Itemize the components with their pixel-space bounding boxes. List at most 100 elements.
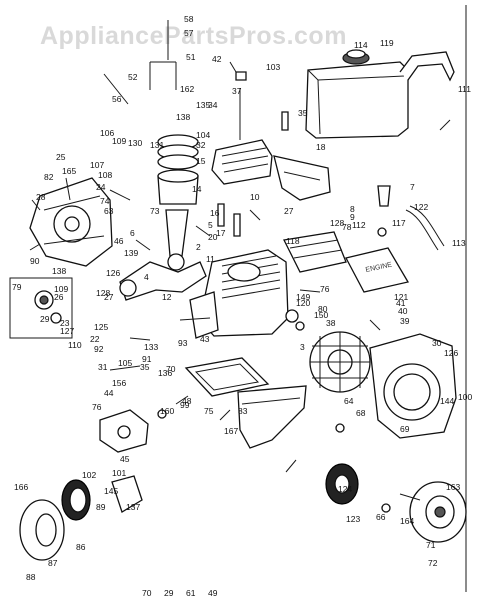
part-callout-118: 26 [54,292,64,302]
part-callout-92: 144 [440,396,454,406]
part-callout-94: 64 [344,396,354,406]
part-callout-31: 74 [100,196,110,206]
part-callout-98: 123 [346,514,360,524]
part-callout-65: 110 [68,340,82,350]
leader-lines [29,20,451,501]
engine-block [189,249,289,339]
part-callout-1: 57 [184,28,194,38]
part-callout-101: 163 [446,482,460,492]
part-callout-19: 131 [150,140,164,150]
part-callout-11: 135 [196,100,210,110]
part-callout-23: 25 [56,152,66,162]
part-callout-99: 66 [376,512,386,522]
part-callout-61: 127 [60,326,74,336]
part-callout-6: 52 [128,72,138,82]
part-callout-18: 130 [128,138,142,148]
part-callout-122: 126 [444,348,458,358]
part-callout-14: 34 [208,100,218,110]
part-callout-10: 56 [112,94,122,104]
part-callout-111: 87 [48,558,58,568]
control-bracket [273,155,331,201]
part-callout-100: 164 [400,516,414,526]
part-callout-3: 119 [380,38,394,48]
air-cleaner [19,475,143,561]
part-callout-126: 70 [142,588,152,598]
part-callout-67: 92 [94,344,104,354]
seal-inset-box [9,277,73,339]
part-callout-124: 46 [114,236,124,246]
part-callout-43: 11 [206,254,215,264]
part-callout-39: 4 [144,272,149,282]
part-callout-102: 71 [426,540,436,550]
fasteners [157,71,391,513]
part-callout-79: 3 [300,342,305,352]
part-callout-68: 105 [118,358,132,368]
cylinder-head [211,139,273,185]
fuel-line [377,185,445,251]
part-callout-51: 113 [452,238,466,248]
decal-plate: ENGINE [345,247,410,293]
part-callout-34: 14 [192,184,202,194]
part-callout-50: 122 [414,202,428,212]
part-callout-104: 166 [14,482,28,492]
part-callout-112: 88 [26,572,36,582]
part-callout-109: 89 [96,502,106,512]
part-callout-8: 103 [266,62,280,72]
part-callout-59: 109 [54,284,68,294]
part-callout-125: 27 [104,292,114,302]
part-callout-24: 10 [250,192,260,202]
part-callout-0: 58 [184,14,194,24]
part-callout-80: 30 [432,338,442,348]
part-callout-7: 42 [212,54,222,64]
part-callout-56: 121 [394,292,408,302]
part-callout-12: 37 [232,86,242,96]
part-callout-64: 125 [94,322,108,332]
part-callout-114: 138 [52,266,66,276]
part-callout-85: 48 [182,396,192,406]
part-callout-103: 72 [428,558,438,568]
part-callout-37: 5 [208,220,213,230]
part-callout-54: 118 [286,236,300,246]
part-callout-38: 6 [130,228,135,238]
part-callout-62: 128 [96,288,110,298]
base-gasket [184,357,270,397]
part-callout-13: 138 [176,112,190,122]
starter-pulley [325,463,359,505]
part-callout-29: 28 [36,192,46,202]
part-callout-97: 124 [338,484,352,494]
part-callout-35: 16 [210,208,220,218]
part-callout-69: 91 [142,354,152,364]
part-callout-84: 44 [104,388,114,398]
part-callout-58: 79 [12,282,22,292]
part-callout-46: 8 [350,204,355,214]
part-callout-63: 126 [106,268,120,278]
part-callout-75: 35 [140,362,150,372]
part-callout-83: 70 [166,364,176,374]
part-callout-21: 32 [196,140,206,150]
fuel-tank [305,49,455,139]
part-callout-57: 120 [296,298,310,308]
part-callout-116: 133 [144,342,158,352]
part-callout-28: 82 [44,172,54,182]
part-callout-120: 99 [180,400,190,410]
part-callout-15: 35 [298,108,308,118]
part-callout-110: 86 [76,542,86,552]
part-callout-5: 111 [458,84,471,94]
part-callout-73: 40 [398,306,408,316]
part-callout-71: 43 [200,334,210,344]
part-callout-49: 117 [392,218,406,228]
part-callout-22: 15 [196,156,206,166]
flywheel [309,331,371,393]
part-callout-107: 145 [104,486,118,496]
part-callout-105: 102 [82,470,96,480]
part-callout-26: 108 [98,170,112,180]
part-callout-93: 100 [458,392,472,402]
part-callout-108: 137 [126,502,140,512]
part-callout-16: 106 [100,128,114,138]
part-callout-96: 69 [400,424,410,434]
part-callout-66: 22 [90,334,100,344]
part-callout-117: 23 [60,318,70,328]
carburetor [99,409,149,453]
part-callout-70: 93 [178,338,188,348]
